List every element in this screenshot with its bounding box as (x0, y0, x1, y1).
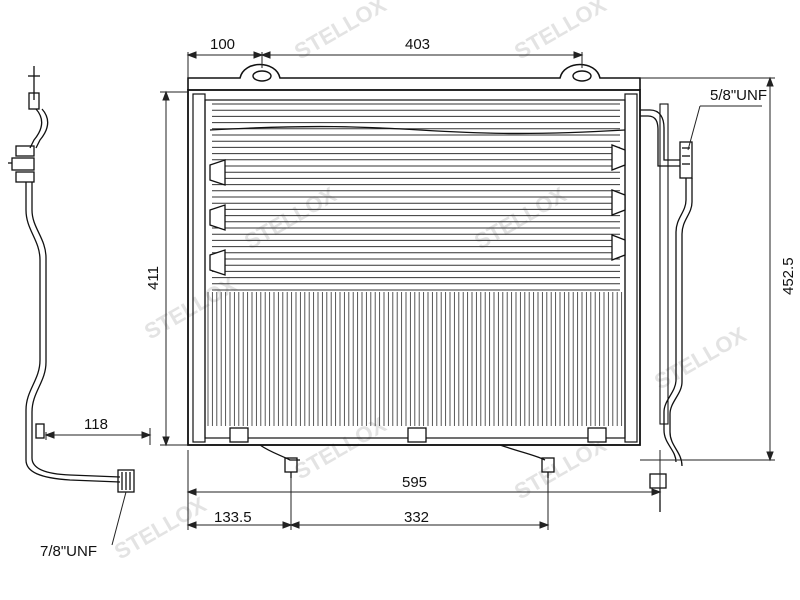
right-pipe-assembly (640, 109, 693, 512)
svg-text:STELLOX: STELLOX (510, 432, 611, 505)
dim-total-width: 595 (402, 474, 427, 491)
dim-total-height: 452.5 (780, 257, 797, 295)
core-fin-tubes (207, 103, 623, 426)
svg-text:STELLOX: STELLOX (240, 182, 341, 255)
dim-outlet-offset: 118 (84, 416, 108, 433)
dimension-lines (44, 51, 775, 546)
inlet-thread-label: 5/8"UNF (710, 87, 767, 104)
outlet-thread-label: 7/8"UNF (40, 543, 97, 560)
dim-top-left-offset: 100 (210, 36, 235, 53)
svg-text:STELLOX: STELLOX (470, 182, 571, 255)
dim-core-height: 411 (145, 266, 162, 290)
bottom-mounts (205, 427, 625, 478)
svg-text:STELLOX: STELLOX (650, 322, 751, 395)
dimension-labels: 100 403 411 452.5 118 595 133.5 332 5/8"… (40, 36, 797, 560)
side-view-pipe (8, 66, 135, 493)
dim-bottom-left-offset: 133.5 (214, 509, 252, 526)
core-baffles (209, 125, 626, 276)
dim-top-mount-spacing: 403 (405, 36, 430, 53)
dim-bottom-mount-spacing: 332 (404, 509, 429, 526)
